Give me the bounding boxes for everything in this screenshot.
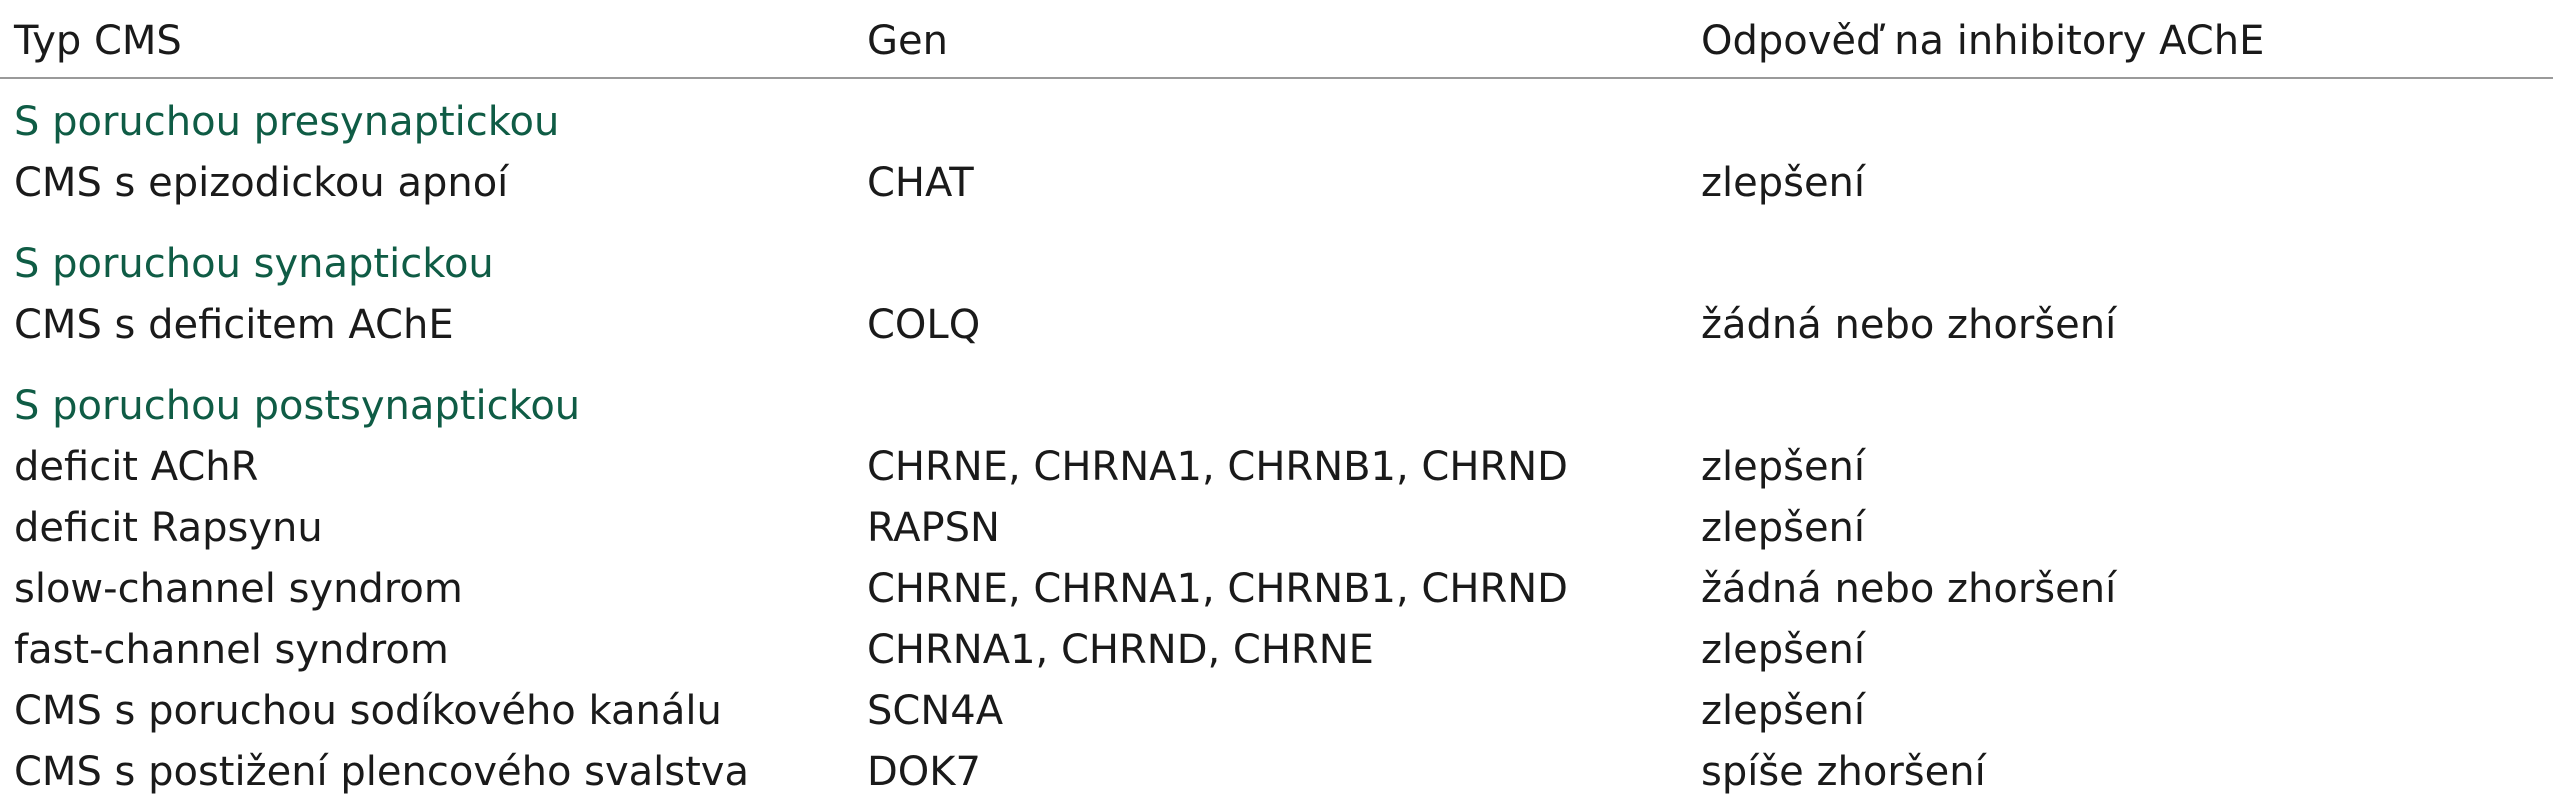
row-gene: CHRNE, CHRNA1, CHRNB1, CHRND (867, 444, 1568, 490)
row-response: zlepšení (1701, 688, 1866, 734)
row-response: zlepšení (1701, 444, 1866, 490)
row-gene: RAPSN (867, 505, 1000, 551)
section-heading-synaptic: S poruchou synaptickou (14, 241, 494, 287)
row-type: CMS s poruchou sodíkového kanálu (14, 688, 722, 734)
row-response: zlepšení (1701, 160, 1866, 206)
row-gene: CHRNE, CHRNA1, CHRNB1, CHRND (867, 566, 1568, 612)
row-gene: COLQ (867, 302, 981, 348)
row-type: slow-channel syndrom (14, 566, 463, 612)
row-type: deficit AChR (14, 444, 259, 490)
row-type: fast-channel syndrom (14, 627, 449, 673)
section-heading-presynaptic: S poruchou presynaptickou (14, 99, 560, 145)
header-divider (0, 77, 2553, 79)
header-type: Typ CMS (14, 18, 182, 64)
row-type: CMS s deficitem AChE (14, 302, 454, 348)
section-heading-postsynaptic: S poruchou postsynaptickou (14, 383, 581, 429)
row-gene: CHRNA1, CHRND, CHRNE (867, 627, 1374, 673)
row-type: deficit Rapsynu (14, 505, 323, 551)
row-gene: DOK7 (867, 749, 981, 795)
header-response: Odpověď na inhibitory AChE (1701, 18, 2265, 64)
row-response: spíše zhoršení (1701, 749, 1986, 795)
row-response: zlepšení (1701, 627, 1866, 673)
header-gene: Gen (867, 18, 948, 64)
row-type: CMS s epizodickou apnoí (14, 160, 509, 206)
row-response: zlepšení (1701, 505, 1866, 551)
row-response: žádná nebo zhoršení (1701, 566, 2117, 612)
row-response: žádná nebo zhoršení (1701, 302, 2117, 348)
row-gene: CHAT (867, 160, 974, 206)
row-type: CMS s postižení plencového svalstva (14, 749, 749, 795)
row-gene: SCN4A (867, 688, 1004, 734)
